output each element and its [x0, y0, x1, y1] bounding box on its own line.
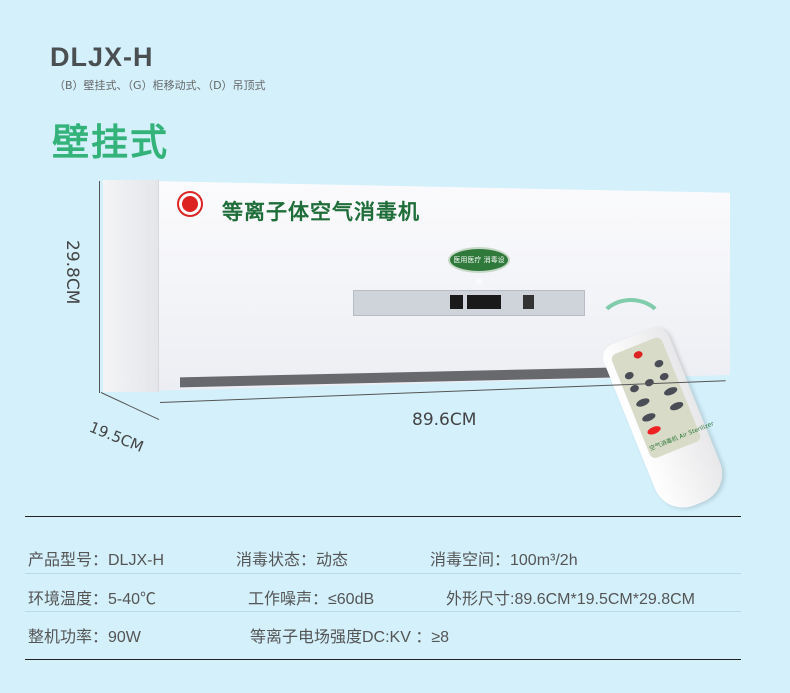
divider	[25, 611, 741, 612]
width-dimension: 89.6CM	[412, 410, 477, 430]
spec-state: 消毒状态：动态	[236, 552, 349, 569]
signal-waves-icon	[596, 298, 666, 358]
divider	[25, 516, 741, 517]
spec-temperature: 环境温度：5-40℃	[28, 591, 157, 608]
spec-power: 整机功率：90W	[28, 629, 141, 646]
spec-model: 产品型号：DLJX-H	[28, 552, 165, 569]
remote-button	[653, 358, 665, 369]
divider	[25, 659, 741, 660]
remote-power-button	[646, 424, 662, 437]
remote-logo-icon	[632, 349, 644, 360]
remote-button	[658, 371, 670, 382]
divider	[25, 573, 741, 574]
remote-button	[662, 385, 679, 398]
remote-button	[623, 370, 635, 381]
variants-subtitle: （B）壁挂式、（G）柜移动式、（D）吊顶式	[54, 79, 266, 92]
depth-dimension: 19.5CM	[86, 418, 147, 456]
depth-dimension-line	[100, 392, 160, 421]
spec-noise: 工作噪声：≤60dB	[248, 591, 375, 608]
type-heading: 壁挂式	[52, 121, 169, 164]
model-title: DLJX-H	[50, 42, 154, 72]
spec-space: 消毒空间：100m³/2h	[430, 552, 578, 569]
display-digit	[450, 295, 463, 309]
height-dimension-line	[99, 181, 100, 393]
spec-size: 外形尺寸:89.6CM*19.5CM*29.8CM	[446, 591, 695, 608]
height-dimension: 29.8CM	[62, 240, 82, 305]
control-panel	[353, 290, 585, 316]
unit-side-panel	[103, 180, 159, 392]
remote-button	[629, 383, 641, 394]
remote-button	[635, 396, 651, 409]
unit-title: 等离子体空气消毒机	[222, 200, 420, 224]
power-button	[523, 295, 534, 309]
remote-button	[641, 411, 657, 424]
display-screen	[467, 295, 501, 309]
brand-logo-icon	[179, 193, 201, 215]
medical-badge: 医用医疗 消毒设备	[448, 247, 510, 286]
spec-field-strength: 等离子电场强度DC:KV ：≥8	[250, 629, 450, 646]
remote-button	[668, 400, 685, 412]
